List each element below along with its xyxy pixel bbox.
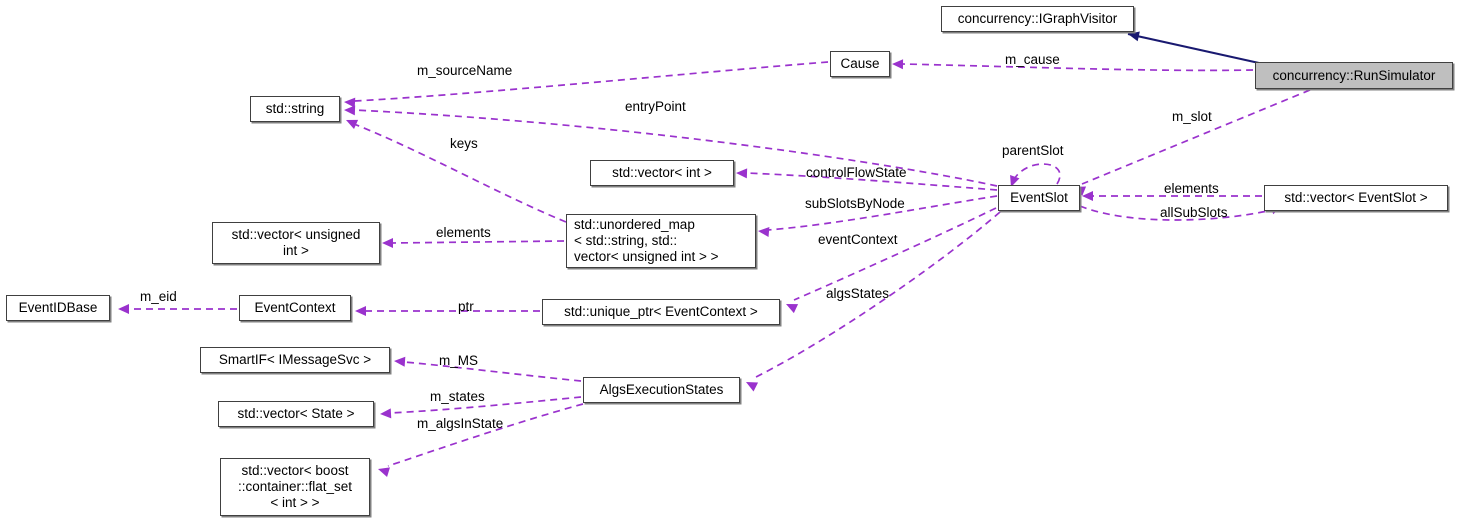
edge-label-l_meid: m_eid <box>140 289 177 304</box>
arrowhead-e_algsstates <box>746 382 759 392</box>
edge-label-l_mcause: m_cause <box>1005 52 1060 67</box>
arrowhead-e_mms <box>394 356 406 367</box>
edge-label-l_elements1: elements <box>1164 181 1219 196</box>
arrowhead-e_elements_slot <box>1082 191 1093 201</box>
class-node-eventidbase[interactable]: EventIDBase <box>6 295 110 321</box>
class-node-eventslot[interactable]: EventSlot <box>998 185 1080 211</box>
edge-label-l_algsstates: algsStates <box>826 286 890 301</box>
arrowhead-e_cause <box>892 59 904 70</box>
class-node-stdstring[interactable]: std::string <box>250 96 340 122</box>
edge-label-l_mstates: m_states <box>430 389 485 404</box>
edge-label-l_keys: keys <box>450 136 478 151</box>
edge-e_mstates <box>389 396 582 414</box>
edge-e_inherit <box>1127 33 1260 64</box>
edge-e_cause <box>901 63 1254 72</box>
edge-label-l_subslots: subSlotsByNode <box>805 196 905 211</box>
edge-e_parentslot <box>1012 163 1061 185</box>
arrowhead-e_sourcename <box>344 97 356 108</box>
class-node-cause[interactable]: Cause <box>830 51 890 77</box>
class-node-runsimulator[interactable]: concurrency::RunSimulator <box>1255 62 1453 89</box>
arrowhead-e_meid <box>118 304 129 314</box>
class-node-vectoruint[interactable]: std::vector< unsigned int > <box>212 222 380 264</box>
edge-e_mms <box>403 361 582 382</box>
edge-e_malgsinstate <box>387 403 584 467</box>
edge-label-l_entrypoint: entryPoint <box>625 99 686 114</box>
edge-label-l_controlflow: controlFlowState <box>806 165 907 180</box>
arrowhead-e_ptr <box>355 306 366 316</box>
class-node-eventcontext[interactable]: EventContext <box>239 295 351 321</box>
edge-label-l_allsubslots: allSubSlots <box>1160 205 1228 220</box>
class-node-smartif[interactable]: SmartIF< IMessageSvc > <box>200 347 390 373</box>
arrowhead-e_keys <box>346 119 359 130</box>
class-node-uniqueptr[interactable]: std::unique_ptr< EventContext > <box>542 299 780 325</box>
edge-label-l_mms: m_MS <box>439 353 479 368</box>
arrowhead-e_subslots <box>758 226 770 237</box>
edge-label-l_parentslot: parentSlot <box>1002 143 1064 158</box>
edge-label-l_eventcontext: eventContext <box>818 232 898 247</box>
class-node-vectorboost[interactable]: std::vector< boost ::container::flat_set… <box>220 458 370 516</box>
edge-label-l_msourcename: m_sourceName <box>417 63 513 78</box>
arrowhead-e_malgsinstate <box>378 467 390 477</box>
arrowhead-e_entrypoint <box>344 105 356 116</box>
edge-e_elements_uint <box>391 240 565 244</box>
edge-e_mslot <box>1081 89 1311 185</box>
class-node-algsexec[interactable]: AlgsExecutionStates <box>583 377 740 403</box>
edge-label-l_malgsinstate: m_algsInState <box>417 416 504 431</box>
edge-e_eventcontext <box>793 207 997 301</box>
arrowhead-e_eventcontext <box>786 304 799 314</box>
class-node-vectorint[interactable]: std::vector< int > <box>590 160 734 186</box>
class-node-vectoreventslot[interactable]: std::vector< EventSlot > <box>1264 185 1448 211</box>
edge-label-l_elements2: elements <box>436 225 491 240</box>
class-node-unorderedmap[interactable]: std::unordered_map < std::string, std:: … <box>566 214 756 268</box>
class-node-igraphvisitor[interactable]: concurrency::IGraphVisitor <box>941 6 1134 32</box>
arrowhead-e_mstates <box>380 408 392 419</box>
edge-label-l_mslot: m_slot <box>1172 109 1212 124</box>
edge-label-l_ptr: ptr <box>458 299 474 314</box>
class-node-vectorstate[interactable]: std::vector< State > <box>218 401 374 427</box>
arrowhead-e_elements_uint <box>382 238 393 248</box>
arrowhead-e_controlflow <box>736 168 748 179</box>
